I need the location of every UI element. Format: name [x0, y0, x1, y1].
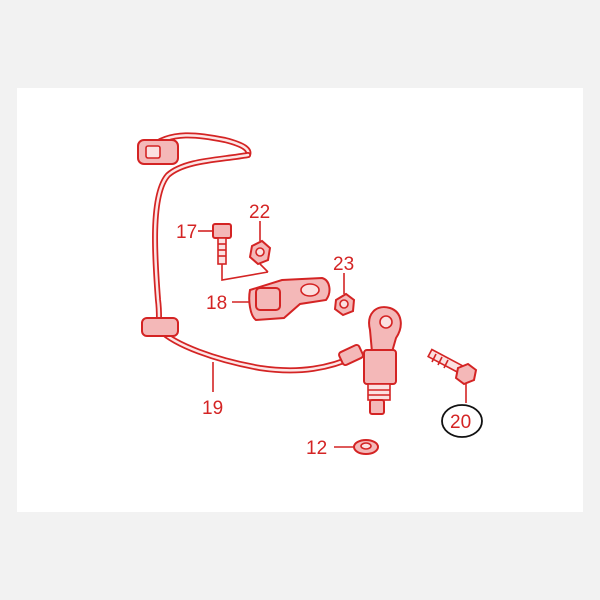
nut-part-22[interactable] — [248, 239, 272, 266]
sensor-body[interactable] — [363, 306, 402, 415]
callout-17: 17 — [176, 222, 197, 243]
hose-part-19[interactable] — [137, 132, 364, 374]
hose-clip — [141, 317, 179, 337]
callout-20: 20 — [450, 412, 471, 433]
callout-22: 22 — [249, 202, 270, 223]
bolt-part-17[interactable] — [212, 223, 232, 265]
washer-part-12[interactable] — [353, 439, 379, 455]
callout-leaders — [198, 221, 354, 448]
connector-plug-detail — [145, 145, 161, 159]
bracket-part-18[interactable] — [248, 276, 331, 322]
callout-23: 23 — [333, 254, 354, 275]
bolt-part-20[interactable] — [427, 348, 478, 403]
callout-19: 19 — [202, 398, 223, 419]
callout-12: 12 — [306, 438, 327, 459]
nut-part-23[interactable] — [333, 292, 356, 317]
assembly-leader-lines — [221, 263, 269, 281]
hose-end-fitting — [338, 343, 364, 367]
highlight-circle — [441, 404, 483, 438]
callout-18: 18 — [206, 293, 227, 314]
